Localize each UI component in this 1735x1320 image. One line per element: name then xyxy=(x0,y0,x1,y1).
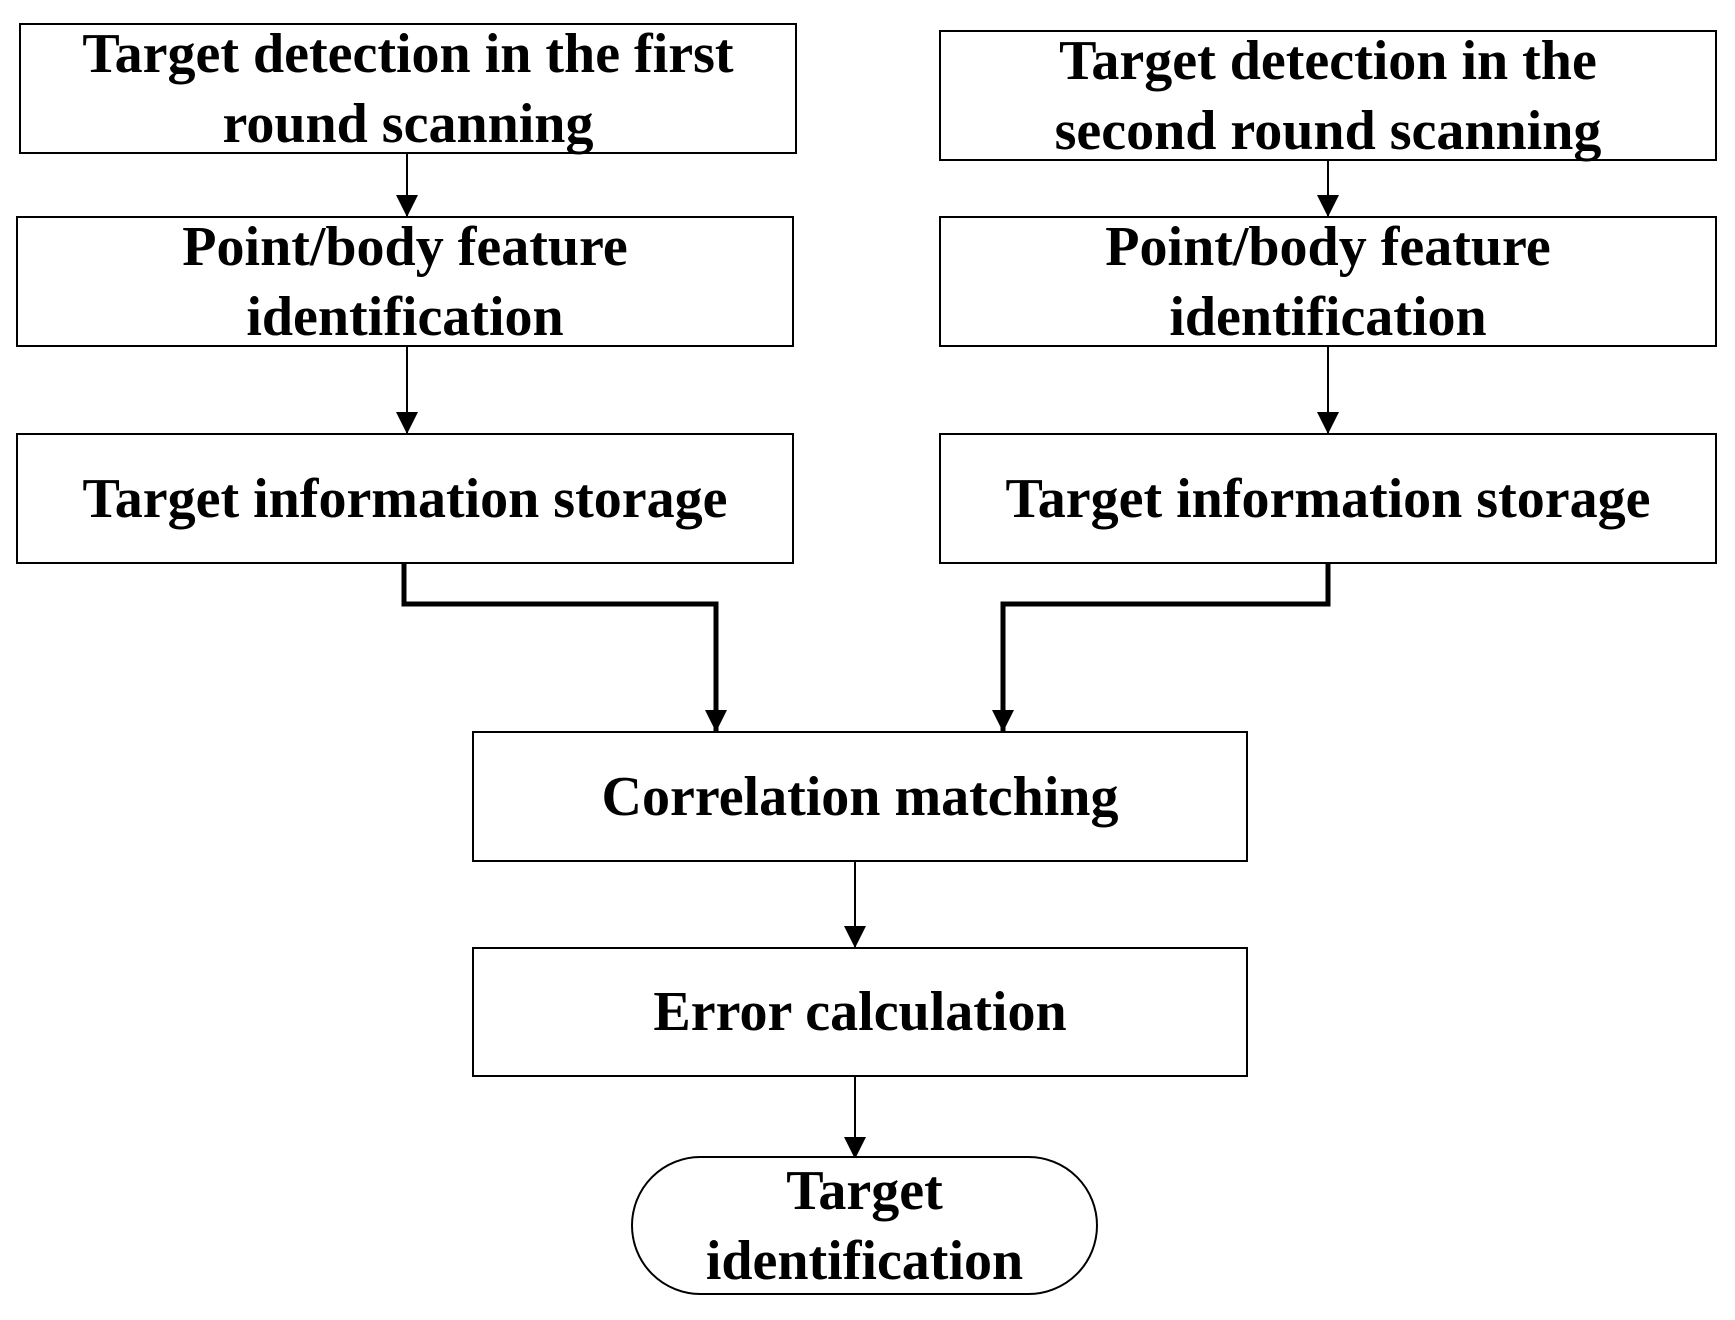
target-identification-label-line2: identification xyxy=(705,1229,1024,1292)
arrow-right-storage-to-correlation xyxy=(992,564,1331,732)
error-calculation-box: Error calculation xyxy=(472,947,1248,1077)
right-feature-box: Point/body feature identification xyxy=(939,216,1717,348)
left-feature-label-line1: Point/body feature xyxy=(182,215,628,278)
correlation-matching-label: Correlation matching xyxy=(601,765,1119,828)
left-feature-label-line2: identification xyxy=(246,285,564,348)
left-detection-label-line1: Target detection in the first xyxy=(82,22,734,85)
right-detection-label-line2: second round scanning xyxy=(1054,99,1602,162)
right-storage-label: Target information storage xyxy=(1005,467,1651,530)
right-storage-box: Target information storage xyxy=(939,433,1717,564)
right-detection-label-line1: Target detection in the xyxy=(1059,29,1597,92)
arrow-left-storage-to-correlation xyxy=(401,564,727,732)
left-storage-label: Target information storage xyxy=(82,467,728,530)
correlation-matching-box: Correlation matching xyxy=(472,731,1248,862)
right-feature-label-line2: identification xyxy=(1169,285,1487,348)
left-feature-box: Point/body feature identification xyxy=(16,216,794,348)
left-storage-box: Target information storage xyxy=(16,433,794,564)
right-detection-box: Target detection in the second round sca… xyxy=(939,30,1717,162)
left-detection-box: Target detection in the first round scan… xyxy=(19,23,797,155)
error-calculation-label: Error calculation xyxy=(653,981,1067,1043)
right-feature-label-line1: Point/body feature xyxy=(1105,215,1551,278)
target-identification-label-line1: Target xyxy=(786,1159,943,1222)
target-identification-terminal: Target identification xyxy=(631,1156,1098,1295)
left-detection-label-line2: round scanning xyxy=(222,92,594,155)
